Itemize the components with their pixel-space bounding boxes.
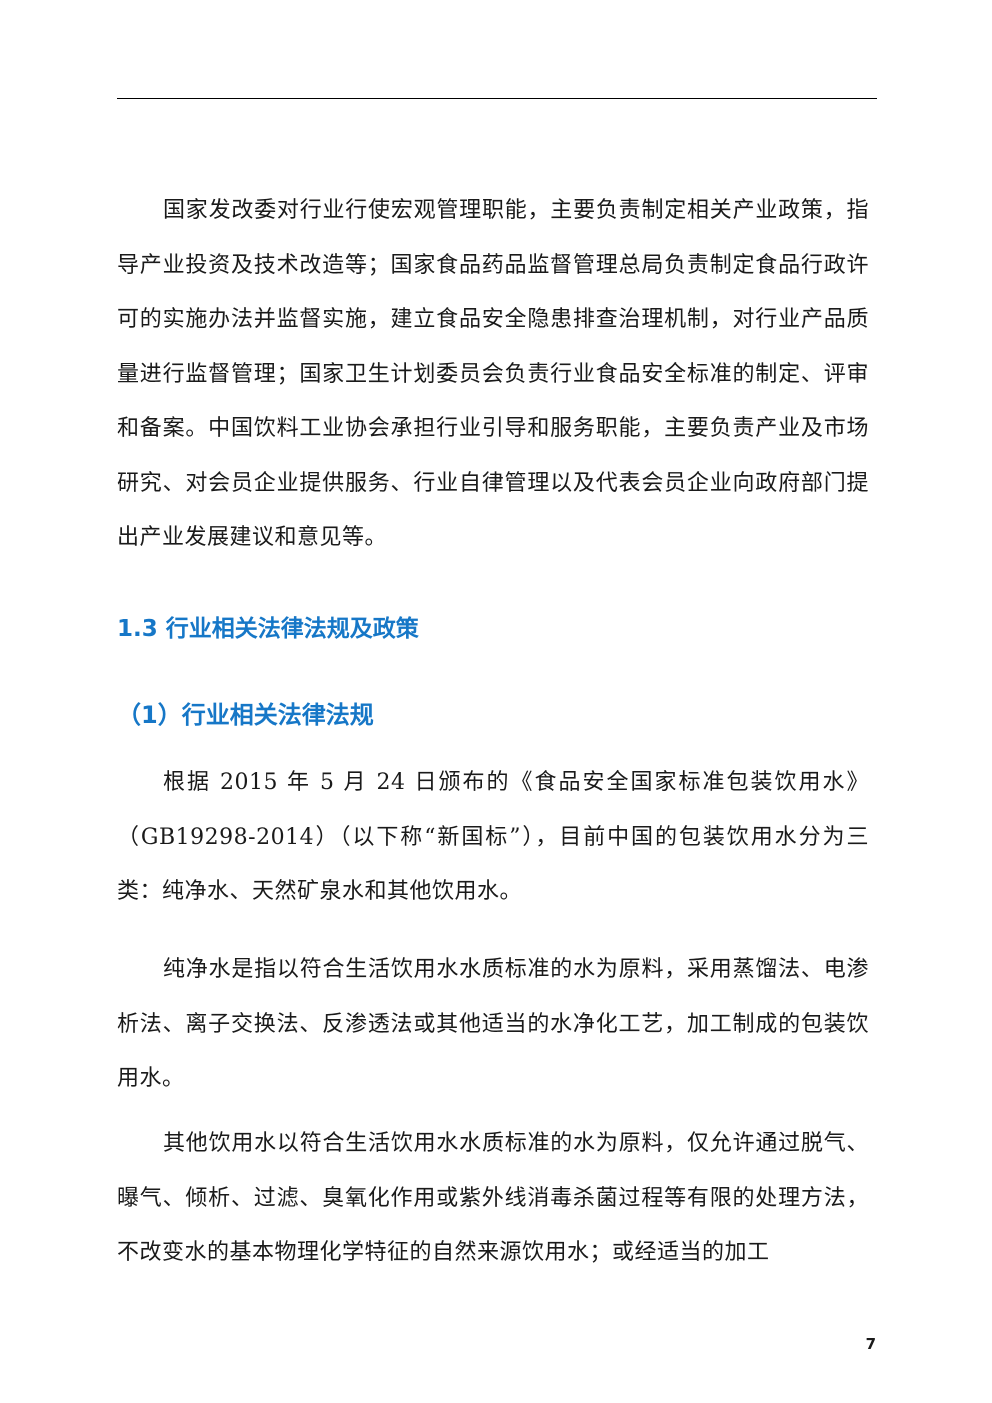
paragraph-regulators: 国家发改委对行业行使宏观管理职能，主要负责制定相关产业政策，指导产业投资及技术改… — [117, 198, 869, 550]
paragraph-other-water: 其他饮用水以符合生活饮用水水质标准的水为原料，仅允许通过脱气、曝气、倾析、过滤、… — [117, 1131, 869, 1265]
section-heading: 1.3 行业相关法律法规及政策 — [117, 616, 419, 642]
page-number: 7 — [865, 1335, 876, 1353]
subsection-heading: （1）行业相关法律法规 — [117, 701, 374, 729]
header-rule — [117, 98, 877, 99]
paragraph-purified-water: 纯净水是指以符合生活饮用水水质标准的水为原料，采用蒸馏法、电渗析法、离子交换法、… — [117, 957, 869, 1091]
paragraph-new-standard: 根据 2015 年 5 月 24 日颁布的《食品安全国家标准包装饮用水》（GB1… — [117, 770, 869, 904]
